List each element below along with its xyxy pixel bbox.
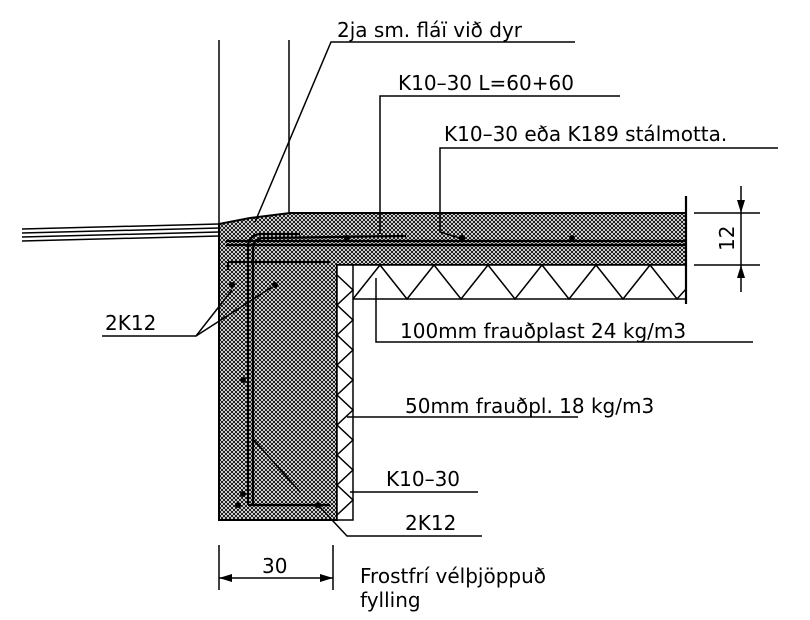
label-corner-bars: 2K12 [105,311,156,335]
label-insulation-wall: 50mm frauðpl. 18 kg/m3 [405,394,654,418]
rebar-dots [229,235,575,508]
label-fill-line2: fylling [360,588,421,612]
label-bottom-bars: 2K12 [405,511,456,535]
dimension-wall-width [218,545,334,590]
door-frame [218,40,290,225]
leader-lines [102,41,778,537]
dimension-30-text: 30 [262,554,287,578]
label-mesh: K10–30 eða K189 stálmotta. [444,122,727,146]
wall-insulation [335,264,355,521]
label-rebar-wall: K10–30 [386,467,460,491]
label-insulation-slab: 100mm frauðplast 24 kg/m3 [400,319,686,343]
label-slope: 2ja sm. fláï við dyr [337,18,523,42]
floor-finish-lines [21,223,220,242]
slab-insulation [336,263,687,301]
label-rebar-top: K10–30 L=60+60 [398,71,574,95]
label-fill-line1: Frostfrí vélþjöppuð [360,564,546,588]
dimension-12-text: 12 [715,226,739,251]
dimension-slab-thickness [694,186,760,292]
